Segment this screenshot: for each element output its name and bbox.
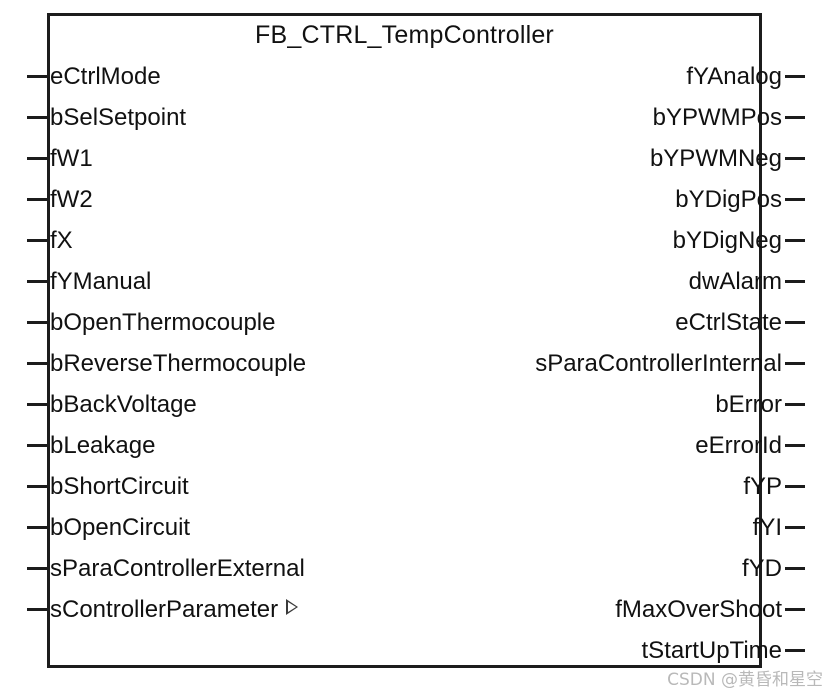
input-pin-row[interactable]: fW2	[0, 179, 500, 220]
output-connector-icon[interactable]	[785, 198, 805, 201]
input-pin-row[interactable]: bOpenThermocouple	[0, 302, 500, 343]
output-connector-icon[interactable]	[785, 239, 805, 242]
input-connector-icon[interactable]	[27, 403, 47, 406]
input-pin-label: eCtrlMode	[50, 62, 161, 90]
output-pin-row[interactable]: bError	[271, 384, 831, 425]
output-pin-row[interactable]: tStartUpTime	[271, 630, 831, 671]
output-connector-icon[interactable]	[785, 444, 805, 447]
input-connector-icon[interactable]	[27, 75, 47, 78]
output-pin-row[interactable]: bYDigPos	[271, 179, 831, 220]
input-pin-row[interactable]: sParaControllerExternal	[0, 548, 500, 589]
output-pin-label: bYDigNeg	[672, 226, 782, 254]
input-pin-row[interactable]: bOpenCircuit	[0, 507, 500, 548]
output-pin-row[interactable]: sParaControllerInternal	[271, 343, 831, 384]
output-pin-label: tStartUpTime	[641, 636, 782, 664]
input-pin-row[interactable]: fX	[0, 220, 500, 261]
input-pin-row[interactable]: fW1	[0, 138, 500, 179]
input-pin-row[interactable]: bLeakage	[0, 425, 500, 466]
output-pin-label: eErrorId	[695, 431, 782, 459]
output-pin-label: fYAnalog	[686, 62, 782, 90]
output-pin-label: fMaxOverShoot	[615, 595, 782, 623]
input-pin-row[interactable]: bShortCircuit	[0, 466, 500, 507]
input-pin-row[interactable]: fYManual	[0, 261, 500, 302]
output-connector-icon[interactable]	[785, 649, 805, 652]
output-connector-icon[interactable]	[785, 485, 805, 488]
output-pin-row[interactable]: bYDigNeg	[271, 220, 831, 261]
output-connector-icon[interactable]	[785, 280, 805, 283]
input-connector-icon[interactable]	[27, 280, 47, 283]
output-pin-row[interactable]: bYPWMPos	[271, 97, 831, 138]
input-pin-label: bOpenCircuit	[50, 513, 191, 541]
output-pin-row[interactable]: dwAlarm	[271, 261, 831, 302]
output-connector-icon[interactable]	[785, 157, 805, 160]
input-connector-icon[interactable]	[27, 526, 47, 529]
input-pin-label: bShortCircuit	[50, 472, 189, 500]
input-pin-row[interactable]: sControllerParameter	[0, 589, 500, 630]
input-pin-label: bBackVoltage	[50, 390, 197, 418]
input-pin-row[interactable]: bReverseThermocouple	[0, 343, 500, 384]
input-connector-icon[interactable]	[27, 362, 47, 365]
input-pin-label: fW1	[50, 144, 93, 172]
input-connector-icon[interactable]	[27, 321, 47, 324]
input-pin-label: bSelSetpoint	[50, 103, 187, 131]
output-pin-row[interactable]: fMaxOverShoot	[271, 589, 831, 630]
input-pin-label: sParaControllerExternal	[50, 554, 305, 582]
output-pin-label: fYI	[752, 513, 782, 541]
output-connector-icon[interactable]	[785, 116, 805, 119]
input-pin-label: fW2	[50, 185, 93, 213]
output-pin-label: fYP	[743, 472, 782, 500]
input-pin-label: bLeakage	[50, 431, 156, 459]
output-connector-icon[interactable]	[785, 403, 805, 406]
output-pin-row[interactable]: fYI	[271, 507, 831, 548]
output-pin-row[interactable]: bYPWMNeg	[271, 138, 831, 179]
input-connector-icon[interactable]	[27, 157, 47, 160]
output-pin-label: bYDigPos	[675, 185, 782, 213]
output-pin-label: sParaControllerInternal	[535, 349, 782, 377]
input-pin-label: fYManual	[50, 267, 152, 295]
output-pin-row[interactable]: fYD	[271, 548, 831, 589]
input-pin-row[interactable]: bSelSetpoint	[0, 97, 500, 138]
function-block-title: FB_CTRL_TempController	[255, 21, 554, 49]
output-pin-label: eCtrlState	[675, 308, 782, 336]
input-connector-icon[interactable]	[27, 485, 47, 488]
output-connector-icon[interactable]	[785, 608, 805, 611]
output-connector-icon[interactable]	[785, 321, 805, 324]
output-pin-row[interactable]: fYAnalog	[271, 56, 831, 97]
output-pin-label: fYD	[741, 554, 782, 582]
output-connector-icon[interactable]	[785, 567, 805, 570]
input-pin-label: bReverseThermocouple	[50, 349, 307, 377]
output-pin-label: dwAlarm	[688, 267, 782, 295]
output-connector-icon[interactable]	[785, 526, 805, 529]
input-connector-icon[interactable]	[27, 239, 47, 242]
input-pin-label: bOpenThermocouple	[50, 308, 276, 336]
input-connector-icon[interactable]	[27, 567, 47, 570]
input-pin-label: sControllerParameter	[50, 596, 299, 623]
input-connector-icon[interactable]	[27, 444, 47, 447]
output-pin-label: bError	[715, 390, 782, 418]
input-connector-icon[interactable]	[27, 608, 47, 611]
input-pin-row[interactable]: eCtrlMode	[0, 56, 500, 97]
input-pin-row[interactable]: bBackVoltage	[0, 384, 500, 425]
input-connector-icon[interactable]	[27, 198, 47, 201]
function-block-body[interactable]	[47, 13, 762, 668]
input-pin-label: fX	[50, 226, 73, 254]
output-connector-icon[interactable]	[785, 75, 805, 78]
output-pin-label: bYPWMNeg	[649, 144, 782, 172]
watermark-text: CSDN @黄昏和星空	[667, 670, 823, 690]
output-pin-label: bYPWMPos	[652, 103, 782, 131]
output-pin-row[interactable]: eCtrlState	[271, 302, 831, 343]
output-connector-icon[interactable]	[785, 362, 805, 365]
output-pin-row[interactable]: eErrorId	[271, 425, 831, 466]
expand-struct-triangle-icon[interactable]	[286, 598, 299, 615]
input-connector-icon[interactable]	[27, 116, 47, 119]
output-pin-row[interactable]: fYP	[271, 466, 831, 507]
